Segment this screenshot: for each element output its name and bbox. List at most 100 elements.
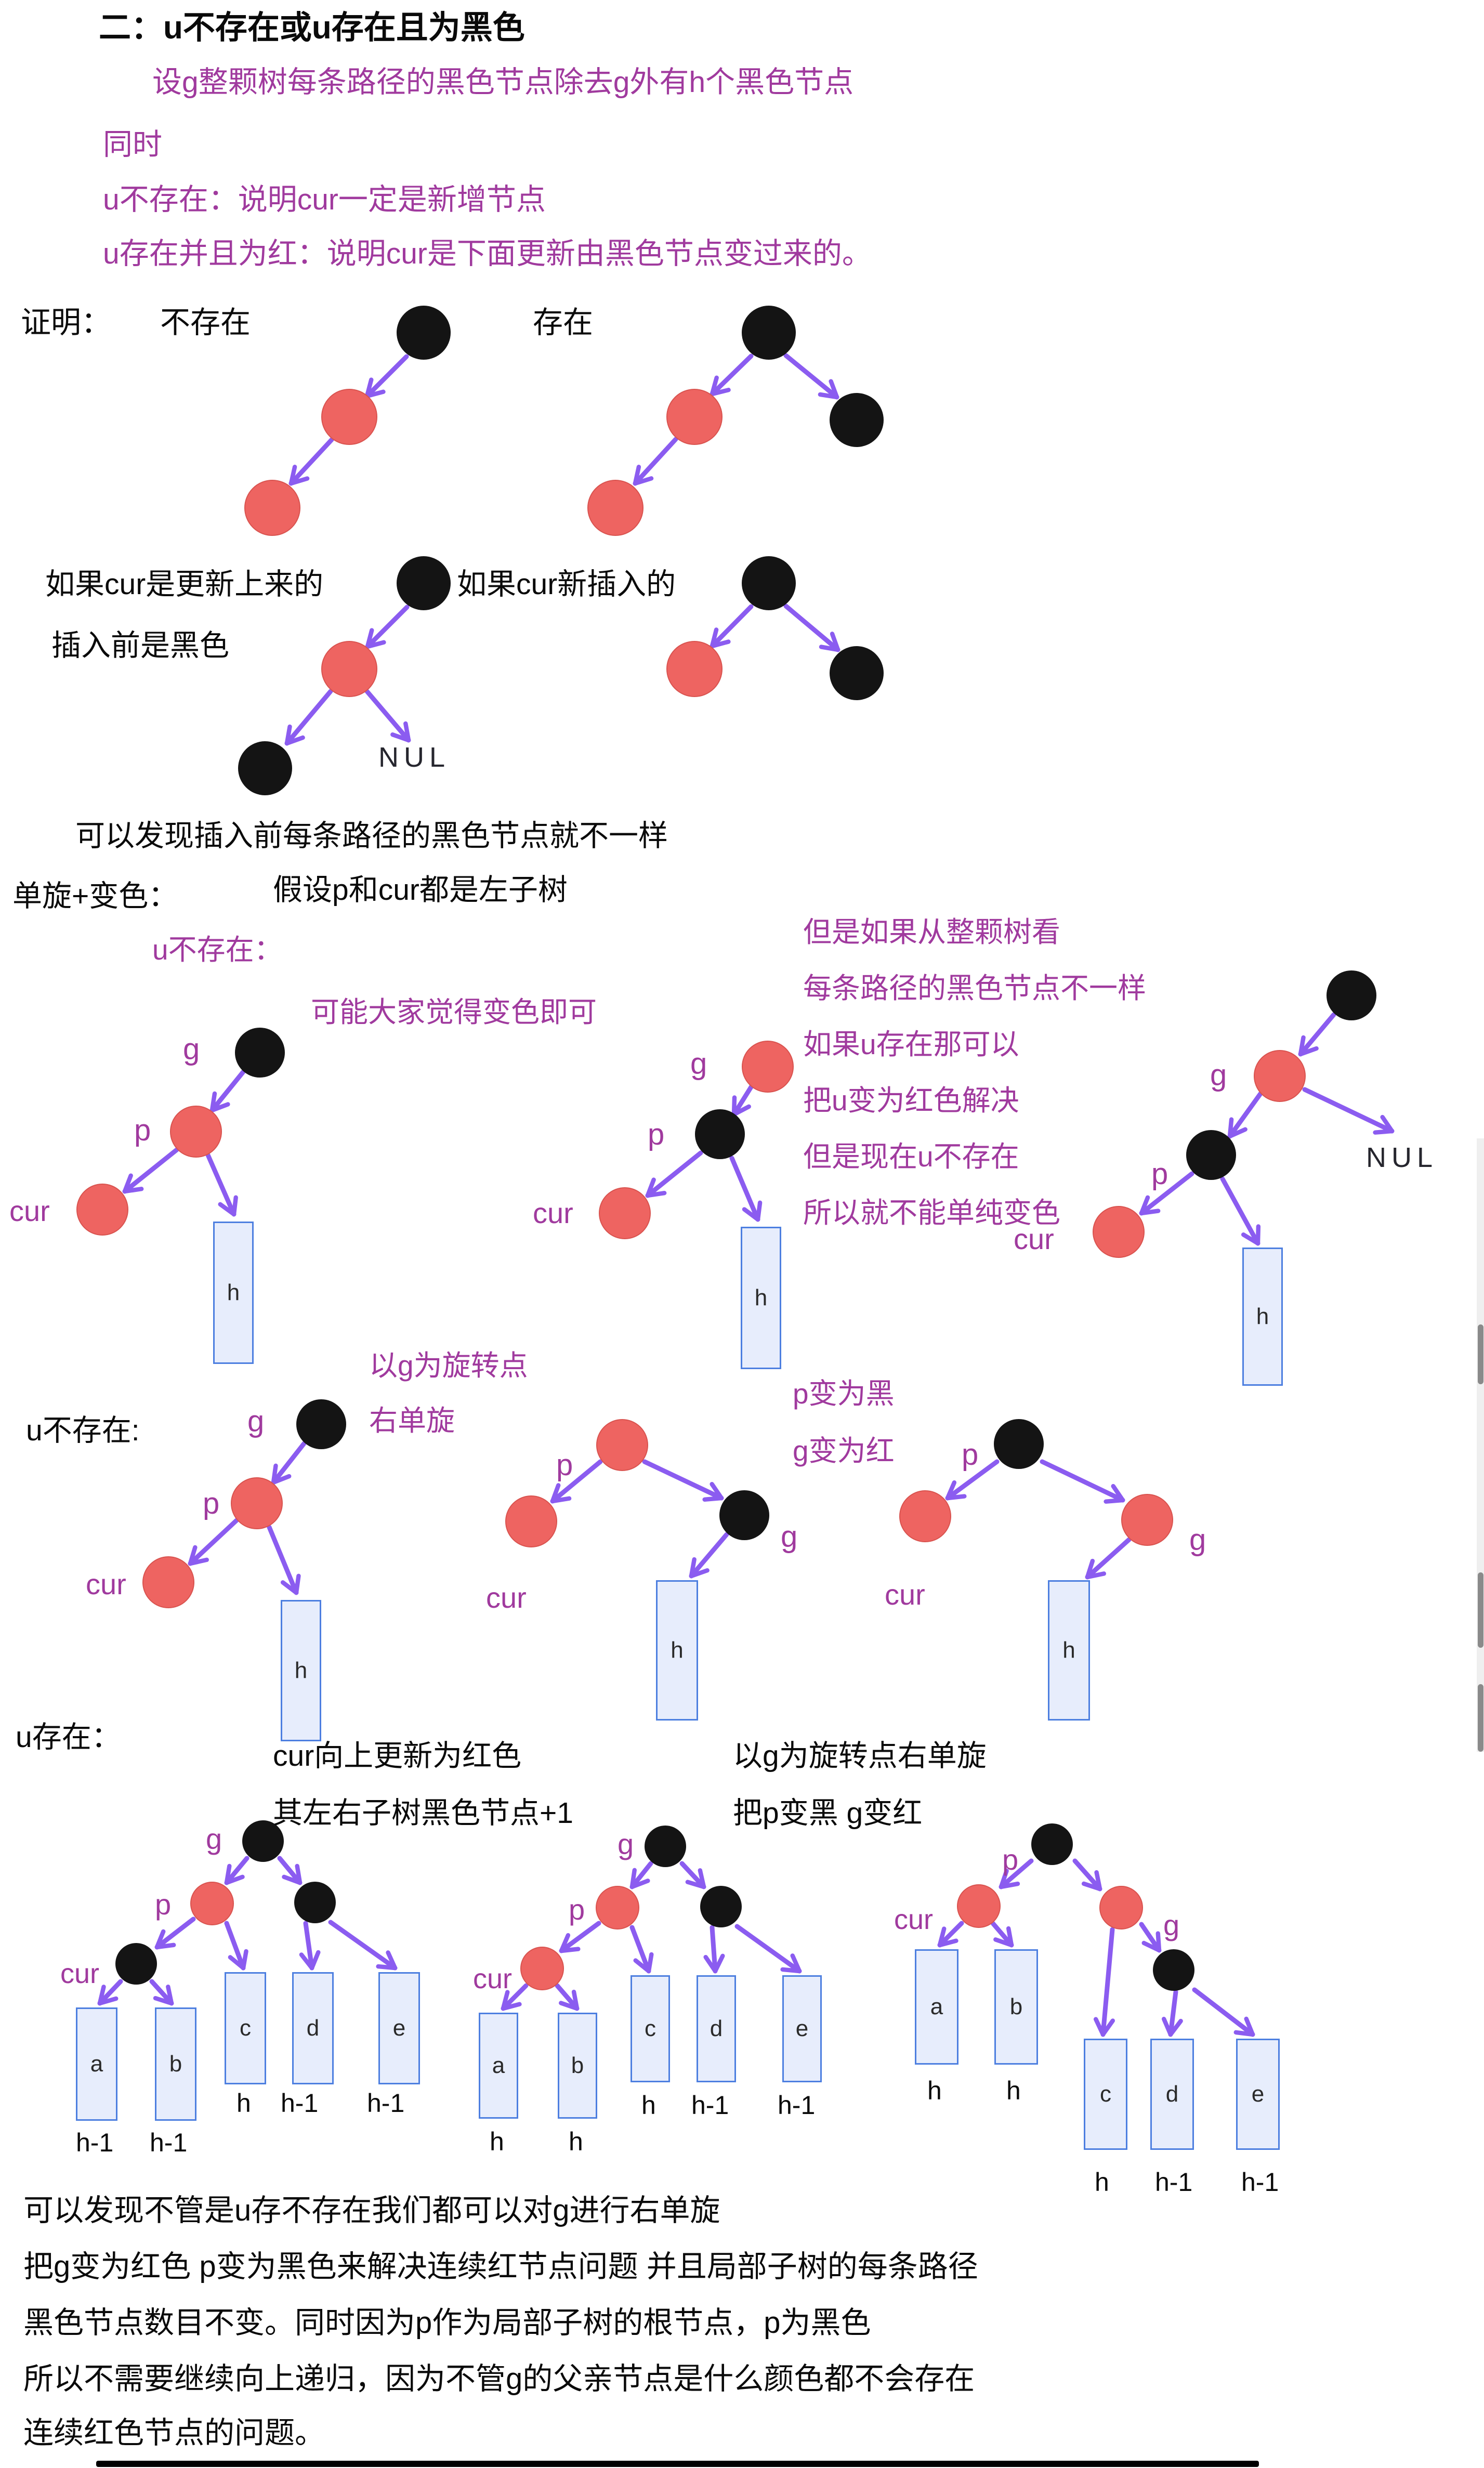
text-lbl-l-g: g [1163,1909,1180,1941]
subtree-box-l-e: e [1236,2039,1280,2150]
text-lbl-r-p: p [962,1438,979,1472]
subtree-letter: h [754,1285,768,1310]
tree-node-proof1-cur [244,480,300,536]
edge-arrow [299,1921,321,1971]
edge-arrow [97,1979,123,2006]
edge-arrow [734,1924,802,1974]
subtree-box-k-b: b [558,2013,597,2119]
tree-node-j-p [190,1882,234,1925]
edge-arrow [633,437,678,486]
edge-arrow [1227,1091,1263,1139]
subtree-letter: d [1165,2081,1179,2107]
subtree-letter: b [571,2053,584,2078]
text-lbl-k-g: g [618,1828,634,1860]
text-u-absent-note: u不存在：说明cur一定是新增节点 [103,183,546,216]
tree-node-e-g [235,1028,285,1078]
text-l-d-h1: h-1 [1155,2168,1193,2197]
scrollbar-thumb-2[interactable] [1478,1572,1483,1648]
text-single-rotate: 单旋+变色： [12,879,178,913]
text-note-r6: 所以就不能单纯变色 [803,1197,1061,1229]
text-pivot-g: 以g为旋转点 [369,1349,528,1382]
text-right-rotate: 右单旋 [369,1404,455,1437]
edge-arrow [710,353,754,397]
edge-arrow [559,1921,601,1953]
tree-node-f-g [742,1041,794,1093]
scrollbar-thumb-3[interactable] [1478,1684,1483,1752]
subtree-box-k-d: d [697,1975,736,2082]
text-note-r3: 如果u存在那可以 [803,1028,1019,1060]
subtree-letter: h [227,1280,240,1305]
edge-arrow [205,1152,238,1217]
text-title: 二：u不存在或u存在且为黑色 [99,10,525,46]
subtree-box-i-h: h [656,1580,698,1721]
tree-node-i-g [719,1490,769,1540]
tree-node-i-p [596,1419,648,1471]
text-lbl-g-p: p [1151,1157,1168,1191]
text-cur-up-red: cur向上更新为红色 [273,1739,522,1773]
text-lbl-i-p: p [556,1448,573,1482]
text-k-d-h1: h-1 [691,2091,729,2120]
subtree-box-l-c: c [1084,2039,1127,2150]
text-lbl-i-cur: cur [486,1581,527,1614]
tree-node-r-p [994,1419,1044,1469]
text-lbl-e-p: p [134,1113,151,1147]
edge-arrow [937,1921,964,1948]
text-lbl-k-p: p [569,1893,585,1926]
text-u-absent-3: u不存在: [26,1414,140,1447]
text-lbl-f-g: g [690,1047,707,1081]
text-k-c-h: h [641,2091,656,2120]
tree-node-k-cur [520,1947,564,1990]
text-lbl-f-p: p [648,1118,665,1151]
text-para-3: 黑色节点数目不变。同时因为p作为局部子树的根节点，p为黑色 [23,2306,871,2340]
text-premise: 设g整颗树每条路径的黑色节点除去g外有h个黑色节点 [152,65,854,99]
text-k-a-h: h [490,2127,504,2156]
text-para-5: 连续红色节点的问题。 [23,2416,325,2450]
scrollbar-track[interactable] [1477,1138,1484,1752]
bottom-underline-bar [96,2461,1259,2467]
subtree-box-j-c: c [225,1972,266,2084]
tree-node-l-u [1153,1949,1194,1991]
edge-arrow [364,689,411,743]
tree-node-h-p [231,1477,283,1529]
text-case-absent: 不存在 [160,306,251,339]
subtree-box-k-c: c [631,1975,670,2082]
tree-node-g-cur [1093,1206,1145,1258]
text-lbl-e-g: g [183,1032,200,1066]
edge-arrow [1161,1989,1183,2037]
tree-node-new-root [742,556,796,610]
tree-node-i-cur [505,1495,557,1547]
tree-node-f-cur [599,1187,651,1239]
text-lbl-l-cur: cur [894,1904,934,1935]
subtree-letter: h [294,1658,308,1683]
text-lbl-r-cur: cur [885,1578,925,1611]
text-l-a-h: h [927,2076,942,2105]
text-j-d-h1: h-1 [281,2089,319,2118]
edge-arrow [501,1983,529,2011]
tree-node-f-p [695,1109,745,1159]
edge-arrow [999,1858,1034,1889]
text-l-c-h: h [1095,2168,1109,2197]
edge-arrow [1139,1171,1194,1216]
edge-arrow [629,1861,653,1889]
tree-node-new-u [830,646,884,700]
tree-node-k-p [596,1886,639,1929]
text-para-4: 所以不需要继续向上递归，因为不管g的父亲节点是什么颜色都不会存在 [23,2362,975,2396]
subtree-box-k-e: e [782,1975,822,2082]
subtree-letter: a [90,2051,103,2077]
text-p-black-g-red: 把p变黑 g变红 [733,1796,923,1830]
text-lbl-l-p: p [1002,1843,1019,1876]
tree-node-proof1-root [397,306,451,360]
text-lbl-i-g: g [781,1520,798,1554]
text-lbl-h-g: g [247,1404,265,1438]
edge-arrow [783,353,839,400]
subtree-letter: a [930,1994,943,2019]
scrollbar-thumb-1[interactable] [1478,1324,1483,1384]
text-nul-2: NUL [1366,1142,1438,1173]
edge-arrow [271,1441,307,1485]
text-nul-1: NUL [378,742,451,773]
subtree-letter: b [169,2051,182,2077]
text-note-r4: 把u变为红色解决 [803,1084,1019,1117]
text-note-r2: 每条路径的黑色节点不一样 [803,972,1147,1004]
